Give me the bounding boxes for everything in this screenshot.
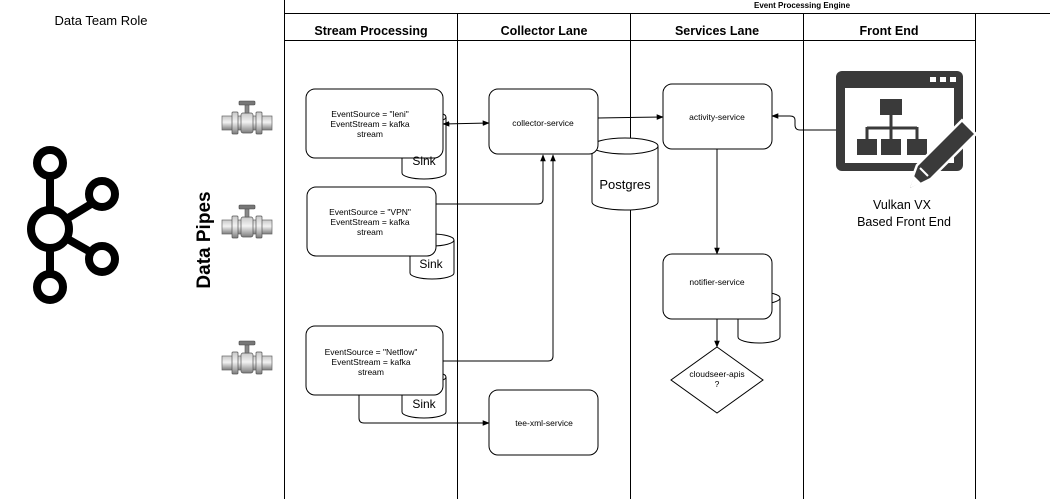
lane-header-collector: Collector Lane [501,24,588,38]
stream-box-line: EventSource = "Netflow" [325,347,418,357]
postgres-cylinder [591,137,659,211]
stream-box-line: EventSource = "leni" [331,109,409,119]
decision-diamond [670,346,764,414]
engine-title: Event Processing Engine [754,1,851,10]
decision-label: ? [715,379,720,389]
swimlane-frame [284,0,1050,499]
tee-xml-service-label: tee-xml-service [515,418,573,428]
stream-box-line: stream [357,129,383,139]
data-pipes-label: Data Pipes [194,191,215,288]
sink-label: Sink [419,257,443,271]
stream-box-line: EventStream = kafka [330,217,409,227]
frontend-caption: Based Front End [857,215,951,229]
lane-header-frontend: Front End [859,24,918,38]
kafka-logo-icon [27,146,119,304]
connector-frontend-activity [771,113,836,131]
team-role-title: Data Team Role [55,13,148,28]
postgres-label: Postgres [599,177,651,192]
stream-box-line: stream [358,367,384,377]
connector-vpn-collector [436,154,546,205]
decision-label: cloudseer-apis [689,369,744,379]
sink-label: Sink [412,397,436,411]
collector-service-label: collector-service [512,118,574,128]
stream-box-line: stream [357,227,383,237]
stream-box-line: EventSource = "VPN" [329,207,411,217]
notifier-service-label: notifier-service [689,277,745,287]
activity-service-label: activity-service [689,112,745,122]
connector-collector-activity [597,114,664,120]
stream-box-vpn [306,186,437,257]
pipe-icon [221,100,273,135]
lane-header-stream: Stream Processing [314,24,427,38]
pipe-icon [221,204,273,239]
frontend-caption: Vulkan VX [873,198,932,212]
pipe-icon [221,340,273,375]
connector-netflow-collector [443,154,556,362]
connector-sink-tee [358,395,490,426]
stream-box-line: EventStream = kafka [331,357,410,367]
pencil-icon [905,118,978,194]
connector-leni-collector [442,120,490,127]
lane-header-services: Services Lane [675,24,759,38]
stream-box-line: EventStream = kafka [330,119,409,129]
connectors [358,113,836,426]
sink-label: Sink [412,154,436,168]
